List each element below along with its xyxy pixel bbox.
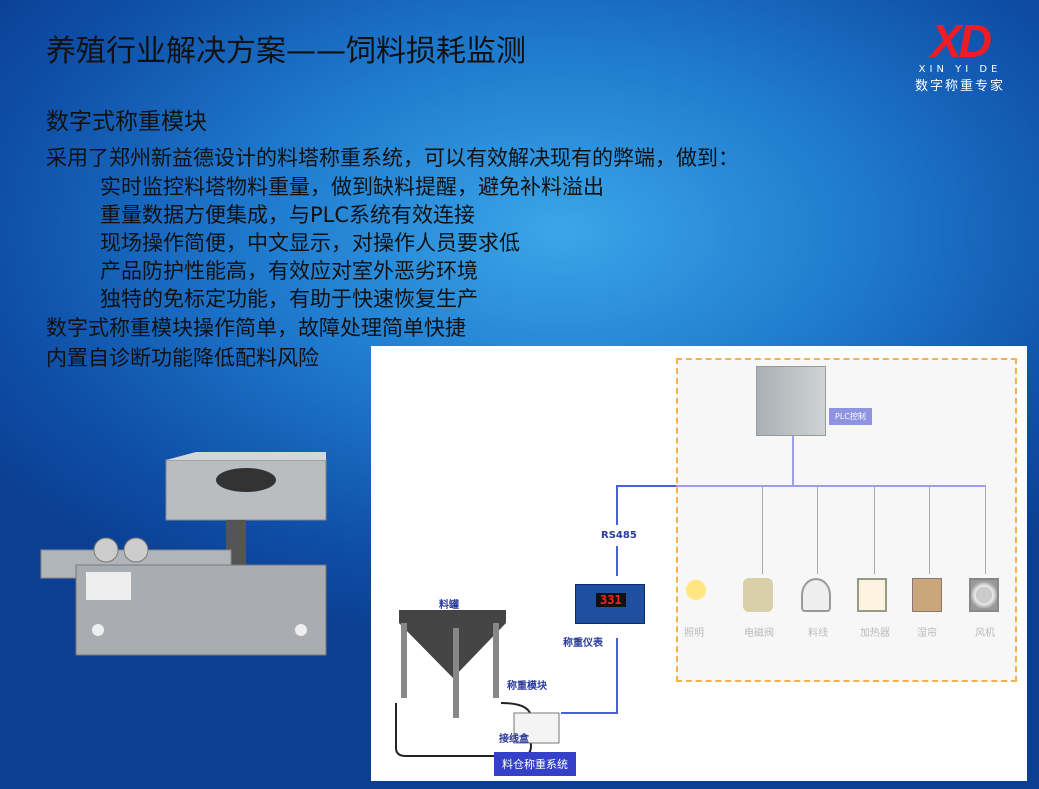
device-label: 湿帘 [917, 628, 937, 639]
hopper-label: 料罐 [439, 600, 459, 611]
wet-curtain-icon [912, 578, 942, 612]
device-label: 风机 [975, 628, 995, 639]
system-diagram: PLC控制 RS485 331 称重仪表 料罐 称重模块 接线盒 料仓称重系统 … [371, 346, 1027, 781]
bullet-line: 独特的免标定功能，有助于快速恢复生产 [100, 287, 478, 311]
body-line: 数字式称重模块操作简单，故障处理简单快捷 [46, 316, 466, 340]
device-label: 照明 [684, 628, 704, 639]
meter-display: 331 [596, 593, 626, 607]
heater-icon [857, 578, 887, 612]
feed-line-icon [801, 578, 831, 612]
bullet-line: 实时监控料塔物料重量，做到缺料提醒，避免补料溢出 [100, 175, 604, 199]
device-label: 电磁阀 [744, 628, 774, 639]
logo-mark: XD [931, 15, 992, 67]
fan-icon [969, 578, 999, 612]
bullet-line: 现场操作简便，中文显示，对操作人员要求低 [100, 231, 520, 255]
plc-icon [756, 366, 826, 436]
weighing-module-photo [40, 452, 327, 656]
device-label: 料线 [808, 628, 828, 639]
meter-label: 称重仪表 [563, 638, 603, 649]
slide-title: 养殖行业解决方案——饲料损耗监测 [46, 34, 526, 69]
bulb-icon [681, 578, 711, 612]
plc-control-zone [676, 358, 1017, 682]
caption-label: 料仓称重系统 [494, 752, 576, 776]
module-label: 称重模块 [507, 681, 547, 692]
logo-slogan: 数字称重专家 [914, 79, 1005, 94]
device-label: 加热器 [860, 628, 890, 639]
plc-label: PLC控制 [829, 408, 872, 425]
valve-icon [743, 578, 773, 612]
section-subtitle: 数字式称重模块 [46, 109, 207, 135]
xd-logo: XD XIN YI DE 数字称重专家 [900, 18, 1020, 98]
weighing-meter-icon: 331 [575, 584, 645, 624]
logo-pinyin: XIN YI DE [918, 64, 1002, 75]
bullet-line: 产品防护性能高，有效应对室外恶劣环境 [100, 259, 478, 283]
rs485-label: RS485 [601, 530, 637, 541]
body-line: 内置自诊断功能降低配料风险 [46, 346, 319, 370]
hopper-icon [395, 610, 560, 757]
junction-label: 接线盒 [499, 734, 529, 745]
bullet-line: 重量数据方便集成，与PLC系统有效连接 [100, 203, 476, 227]
body-line: 采用了郑州新益德设计的料塔称重系统，可以有效解决现有的弊端，做到： [46, 146, 739, 170]
